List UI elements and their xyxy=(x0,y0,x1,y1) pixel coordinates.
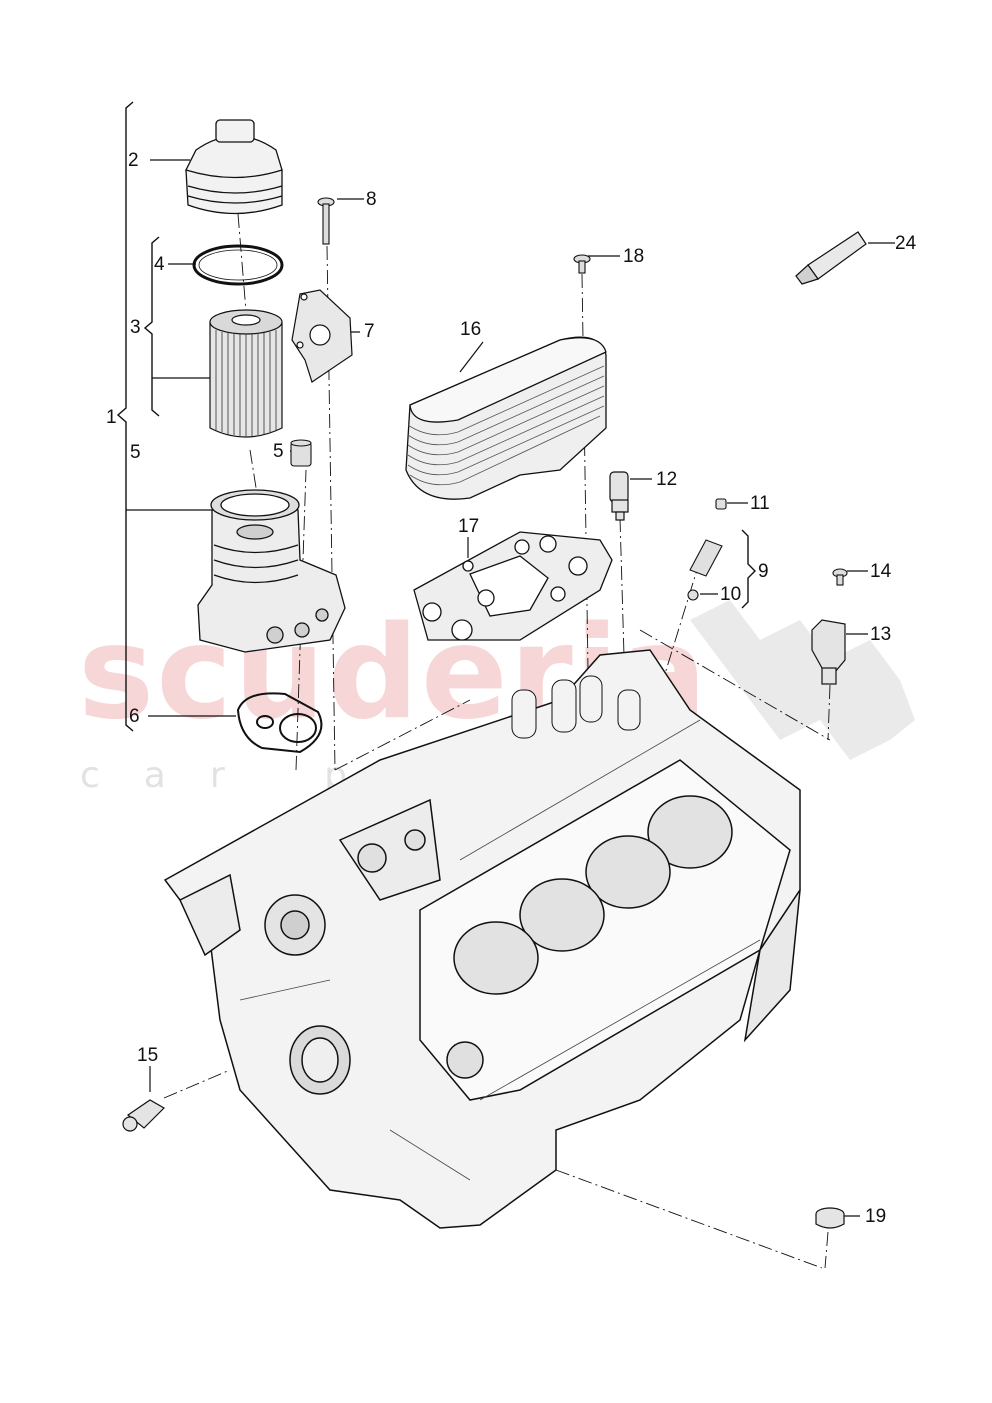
bolt-18 xyxy=(573,254,591,274)
callout-7: 7 xyxy=(364,321,375,342)
housing-gasket xyxy=(236,692,323,754)
bracket-3 xyxy=(143,236,160,417)
callout-16: 16 xyxy=(460,319,482,340)
callout-2: 2 xyxy=(128,150,139,171)
oil-jet-assembly xyxy=(687,498,727,601)
o-ring xyxy=(192,244,284,286)
cooler-gasket xyxy=(413,531,613,641)
check-valve xyxy=(290,439,312,467)
bolt-14 xyxy=(832,568,848,586)
sealant-tube xyxy=(795,231,867,285)
callout-6: 6 xyxy=(129,706,140,727)
engine-block xyxy=(163,649,801,1229)
callout-19: 19 xyxy=(865,1206,887,1227)
oil-pressure-sensor xyxy=(609,471,629,521)
callout-5-valve: 5 xyxy=(273,441,284,462)
oil-cooler xyxy=(405,336,607,500)
callout-24: 24 xyxy=(895,233,917,254)
oil-level-sensor xyxy=(811,619,846,685)
screw-plug xyxy=(815,1207,845,1229)
oil-filter-element xyxy=(209,309,283,438)
seal-plate xyxy=(291,289,353,383)
callout-5-housing: 5 xyxy=(130,442,141,463)
oil-filter-cap xyxy=(185,119,283,215)
callout-3: 3 xyxy=(130,317,141,338)
callout-17: 17 xyxy=(458,516,480,537)
bracket-9 xyxy=(741,529,756,609)
callout-14: 14 xyxy=(870,561,892,582)
callout-8: 8 xyxy=(366,189,377,210)
callout-4: 4 xyxy=(154,254,165,275)
oil-filter-housing xyxy=(197,489,346,653)
bracket-1 xyxy=(116,101,134,732)
callout-1: 1 xyxy=(106,407,117,428)
callout-15: 15 xyxy=(137,1045,159,1066)
callout-9: 9 xyxy=(758,561,769,582)
callout-13: 13 xyxy=(870,624,892,645)
callout-11: 11 xyxy=(750,493,770,514)
callout-18: 18 xyxy=(623,246,645,267)
bolt-8 xyxy=(317,197,335,245)
temperature-sensor xyxy=(122,1099,165,1132)
callout-10: 10 xyxy=(720,584,742,605)
callout-12: 12 xyxy=(656,469,678,490)
